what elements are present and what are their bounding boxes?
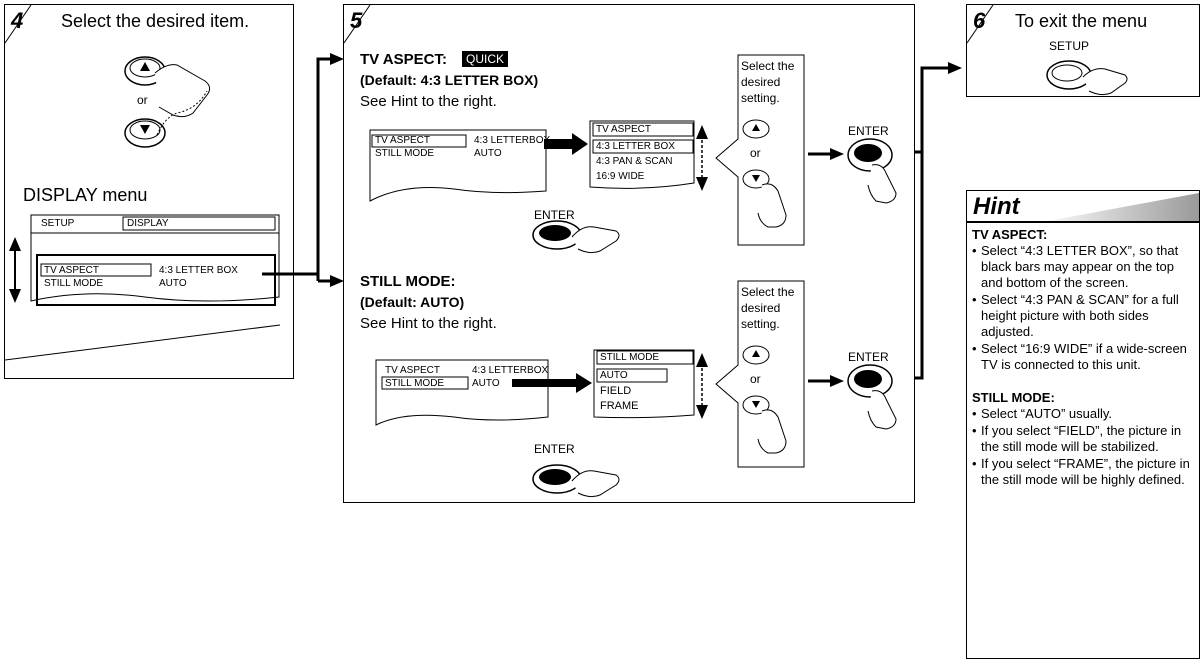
osd-display-tab: DISPLAY xyxy=(127,218,169,229)
hint-aspect-heading: TV ASPECT: xyxy=(972,227,1198,243)
aspect-list-title: TV ASPECT xyxy=(596,124,651,135)
step5-panel: 5 TV ASPECT: QUICK (Default: 4:3 LETTER … xyxy=(343,4,915,503)
still-list-title: STILL MODE xyxy=(600,352,659,363)
quick-badge: QUICK xyxy=(462,51,508,67)
hint-still-heading: STILL MODE: xyxy=(972,390,1198,406)
osd-row2-label: STILL MODE xyxy=(44,278,103,289)
hint-still-item: If you select “FRAME”, the picture in th… xyxy=(972,456,1198,488)
updown-arrow-icon xyxy=(9,237,21,303)
aspect-osd-row1-value: 4:3 LETTERBOX xyxy=(474,135,550,146)
hint-aspect-item: Select “4:3 PAN & SCAN” for a full heigh… xyxy=(972,292,1198,340)
still-osd-row1-label: TV ASPECT xyxy=(385,365,440,376)
still-enter-button-icon xyxy=(848,365,896,429)
hint-body: TV ASPECT: Select “4:3 LETTER BOX”, so t… xyxy=(972,225,1198,489)
still-updown-arrow-icon xyxy=(696,353,708,419)
still-see-hint: See Hint to the right. xyxy=(360,315,497,332)
osd-row2-value: AUTO xyxy=(159,278,187,289)
still-osd-row2-value: AUTO xyxy=(472,378,500,389)
aspect-osd-row2-value: AUTO xyxy=(474,148,502,159)
still-option-3: FRAME xyxy=(600,400,639,412)
hint-aspect-item: Select “4:3 LETTER BOX”, so that black b… xyxy=(972,243,1198,291)
step6-title: To exit the menu xyxy=(1015,11,1147,32)
hint-aspect-list: Select “4:3 LETTER BOX”, so that black b… xyxy=(972,243,1198,373)
hint-aspect-item: Select “16:9 WIDE” if a wide-screen TV i… xyxy=(972,341,1198,373)
display-menu-heading: DISPLAY menu xyxy=(23,185,147,206)
aspect-osd-row1-label: TV ASPECT xyxy=(375,135,430,146)
setup-button-icon xyxy=(1047,61,1127,95)
step4-or-label: or xyxy=(137,93,148,107)
osd-row1-value: 4:3 LETTER BOX xyxy=(159,265,238,276)
still-to-enter-arrow-icon xyxy=(808,375,844,387)
still-osd-row2-label: STILL MODE xyxy=(385,378,444,389)
aspect-enter-button-icon xyxy=(848,139,896,203)
aspect-title: TV ASPECT: xyxy=(360,51,447,68)
hint-panel: Hint TV ASPECT: Select “4:3 LETTER BOX”,… xyxy=(966,190,1200,659)
aspect-osd-row2-label: STILL MODE xyxy=(375,148,434,159)
down-button-icon xyxy=(125,119,165,147)
aspect-enter-bottom-icon xyxy=(533,221,619,253)
step6-panel: 6 To exit the menu SETUP xyxy=(966,4,1200,97)
aspect-option-3: 16:9 WIDE xyxy=(596,171,644,182)
aspect-option-1: 4:3 LETTER BOX xyxy=(596,141,675,152)
still-or-label: or xyxy=(750,372,761,386)
aspect-to-enter-arrow-icon xyxy=(808,148,844,160)
aspect-select-text: Select the desired setting. xyxy=(741,58,803,106)
aspect-enter-label: ENTER xyxy=(848,124,889,138)
aspect-enter-bottom-label: ENTER xyxy=(534,208,575,222)
still-option-2: FIELD xyxy=(600,385,631,397)
hint-still-item: If you select “FIELD”, the picture in th… xyxy=(972,423,1198,455)
aspect-updown-arrow-icon xyxy=(696,125,708,191)
aspect-or-label: or xyxy=(750,146,761,160)
still-select-text: Select the desired setting. xyxy=(741,284,803,332)
step6-setup-label: SETUP xyxy=(1049,39,1089,53)
step4-title: Select the desired item. xyxy=(61,11,249,32)
step5-number: 5 xyxy=(350,8,362,34)
still-enter-bottom-label: ENTER xyxy=(534,442,575,456)
still-enter-label: ENTER xyxy=(848,350,889,364)
hand-icon xyxy=(155,65,210,117)
aspect-see-hint: See Hint to the right. xyxy=(360,93,497,110)
step4-number: 4 xyxy=(11,8,23,34)
osd-row1-label: TV ASPECT xyxy=(44,265,99,276)
still-enter-bottom-icon xyxy=(533,465,619,497)
still-osd-row1-value: 4:3 LETTERBOX xyxy=(472,365,548,376)
aspect-default: (Default: 4:3 LETTER BOX) xyxy=(360,72,538,88)
osd-setup-label: SETUP xyxy=(41,218,74,229)
step6-number: 6 xyxy=(973,8,985,34)
still-title: STILL MODE: xyxy=(360,273,456,290)
aspect-option-2: 4:3 PAN & SCAN xyxy=(596,156,673,167)
still-option-1: AUTO xyxy=(600,370,628,381)
aspect-right-arrow-icon xyxy=(544,133,588,155)
still-default: (Default: AUTO) xyxy=(360,294,464,310)
hint-still-item: Select “AUTO” usually. xyxy=(972,406,1198,422)
hint-still-list: Select “AUTO” usually. If you select “FI… xyxy=(972,406,1198,488)
hint-title: Hint xyxy=(973,193,1020,221)
step4-panel: 4 Select the desired item. or DISPLAY me… xyxy=(4,4,294,379)
